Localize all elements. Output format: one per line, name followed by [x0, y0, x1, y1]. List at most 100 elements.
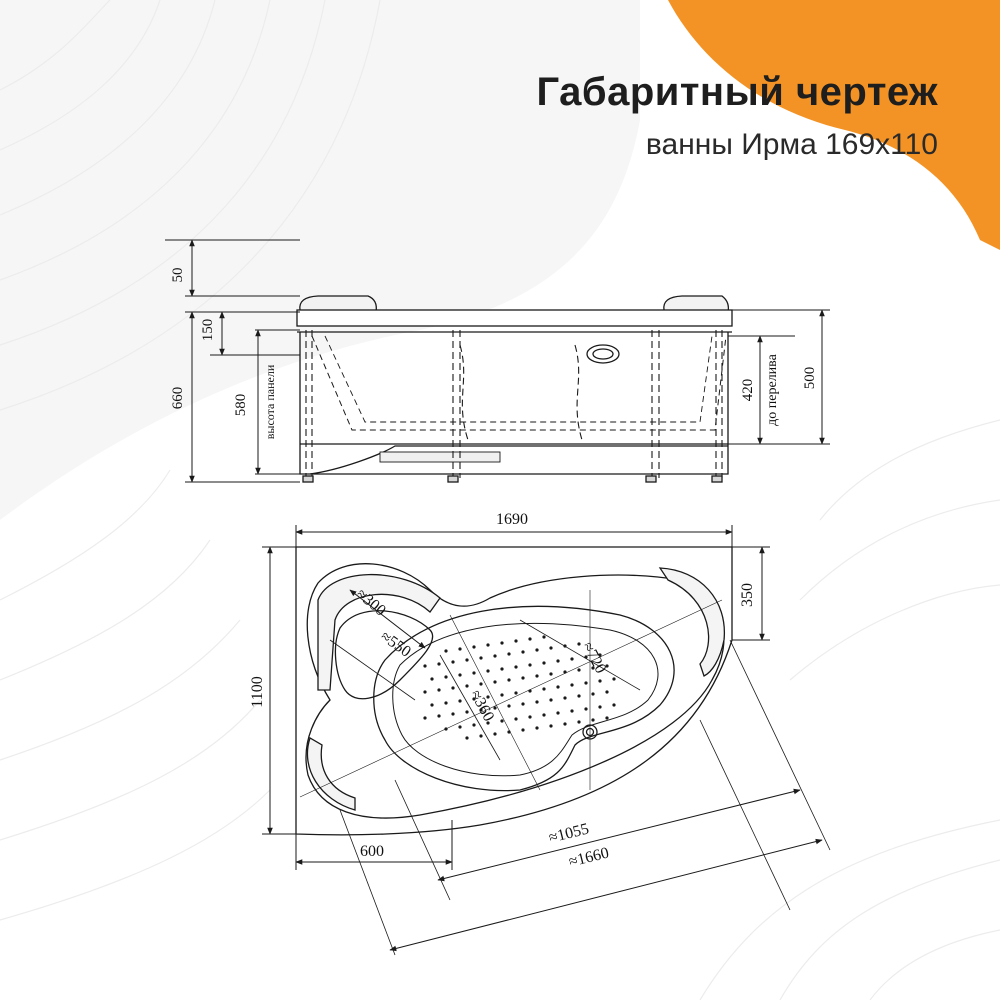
massage-dot	[528, 637, 532, 641]
massage-dot	[430, 703, 434, 707]
massage-dot	[570, 657, 574, 661]
massage-dot	[528, 689, 532, 693]
massage-dot	[444, 727, 448, 731]
massage-dot	[535, 648, 539, 652]
massage-dot	[486, 721, 490, 725]
massage-dot	[472, 645, 476, 649]
massage-dot	[535, 700, 539, 704]
massage-dot	[479, 682, 483, 686]
massage-dot	[556, 659, 560, 663]
massage-dot	[507, 730, 511, 734]
massage-dot	[514, 665, 518, 669]
massage-dot	[570, 709, 574, 713]
massage-dot	[591, 692, 595, 696]
massage-dot	[493, 654, 497, 658]
dim-length-text: 1690	[496, 511, 528, 528]
massage-dot	[500, 641, 504, 645]
dim-top-text: 50	[170, 268, 186, 283]
massage-dot	[451, 660, 455, 664]
massage-dot	[542, 687, 546, 691]
massage-dot	[591, 666, 595, 670]
dim-total-height-text: 660	[170, 387, 186, 410]
massage-dot	[591, 718, 595, 722]
massage-dot	[612, 677, 616, 681]
massage-dot	[444, 675, 448, 679]
label-overflow-text: до перелива	[765, 353, 780, 425]
massage-dot	[577, 720, 581, 724]
massage-dot	[465, 658, 469, 662]
massage-dot	[479, 734, 483, 738]
massage-dot	[486, 669, 490, 673]
massage-dot	[563, 670, 567, 674]
massage-dot	[598, 653, 602, 657]
accent-blob	[668, 0, 1000, 250]
massage-dot	[514, 691, 518, 695]
massage-dot	[507, 678, 511, 682]
massage-dot	[514, 639, 518, 643]
massage-dot	[542, 635, 546, 639]
massage-dot	[493, 732, 497, 736]
massage-dot	[563, 722, 567, 726]
massage-dot	[598, 679, 602, 683]
massage-dot	[507, 652, 511, 656]
dim-panel-text: 580	[233, 394, 249, 417]
massage-dot	[563, 696, 567, 700]
massage-dot	[486, 643, 490, 647]
massage-dot	[584, 681, 588, 685]
massage-dot	[612, 703, 616, 707]
massage-dot	[549, 646, 553, 650]
massage-dot	[486, 695, 490, 699]
massage-dot	[521, 676, 525, 680]
page-title: Габаритный чертеж	[536, 70, 938, 114]
massage-dot	[479, 656, 483, 660]
massage-dot	[500, 719, 504, 723]
massage-dot	[570, 683, 574, 687]
side-dimension-labels: 50 150 660 580 высота панели 420 до пере…	[170, 268, 818, 440]
massage-dot	[556, 685, 560, 689]
massage-dot	[521, 702, 525, 706]
massage-dot	[535, 674, 539, 678]
massage-dot	[465, 684, 469, 688]
massage-dot	[472, 723, 476, 727]
massage-dot	[451, 712, 455, 716]
massage-dot	[549, 672, 553, 676]
page-subtitle: ванны Ирма 169x110	[645, 128, 938, 161]
massage-dot	[598, 705, 602, 709]
massage-dot	[514, 717, 518, 721]
massage-dot	[458, 699, 462, 703]
massage-dot	[493, 680, 497, 684]
dim-corner-text: 350	[739, 583, 756, 607]
massage-dot	[528, 715, 532, 719]
massage-dot	[528, 663, 532, 667]
massage-dot	[458, 673, 462, 677]
massage-dot	[605, 716, 609, 720]
massage-dots	[423, 635, 616, 740]
dim-diag-1-text: ≈1055	[547, 820, 591, 846]
dim-left-text: 600	[360, 843, 384, 860]
dim-rim-text: 150	[200, 319, 216, 342]
label-panel-text: высота панели	[263, 364, 277, 439]
massage-dot	[451, 686, 455, 690]
massage-dot	[584, 707, 588, 711]
massage-dot	[521, 650, 525, 654]
massage-dot	[535, 726, 539, 730]
massage-dot	[577, 668, 581, 672]
massage-dot	[444, 701, 448, 705]
massage-dot	[444, 649, 448, 653]
massage-dot	[437, 662, 441, 666]
massage-dot	[577, 642, 581, 646]
massage-dot	[577, 694, 581, 698]
dim-overflow-text: 420	[740, 379, 756, 402]
massage-dot	[521, 728, 525, 732]
massage-dot	[437, 714, 441, 718]
massage-dot	[493, 706, 497, 710]
massage-dot	[542, 713, 546, 717]
dim-width-text: 1100	[249, 676, 266, 707]
massage-dot	[458, 725, 462, 729]
side-dimensions	[165, 239, 830, 483]
massage-dot	[605, 690, 609, 694]
massage-dot	[465, 710, 469, 714]
side-view	[296, 295, 733, 483]
massage-dot	[458, 647, 462, 651]
